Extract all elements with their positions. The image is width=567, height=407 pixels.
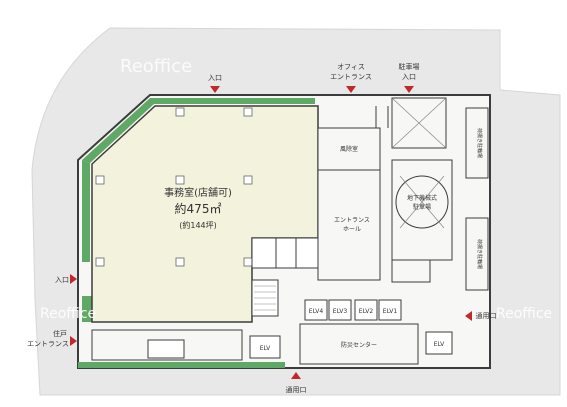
elv-bottom-label: ELV: [260, 345, 271, 352]
elevator-row: [304, 299, 402, 321]
utility-room: [295, 237, 319, 269]
entrance-hall-line2: ホール: [343, 226, 361, 233]
column-marker: [95, 175, 105, 185]
residence-lobby: [147, 339, 185, 359]
underground-parking: [391, 159, 453, 261]
office-entrance-line2: エントランス: [330, 73, 372, 81]
entrance-hall: [317, 169, 381, 281]
watermark-top: Reoffice: [120, 56, 192, 77]
column-marker: [243, 107, 253, 117]
left-entrance-label: 入口: [55, 276, 69, 284]
underground-parking-line1: 地下機械式: [407, 194, 437, 202]
elv-right-label: ELV: [434, 341, 445, 348]
parking-entrance-line2: 入口: [402, 73, 416, 81]
underground-parking-line2: 駐車場: [413, 203, 431, 211]
entrance-arrows: [70, 86, 472, 379]
column-marker: [175, 257, 185, 267]
main-office-area: 約475㎡: [175, 201, 222, 216]
utility-room: [251, 237, 277, 269]
column-marker: [243, 175, 253, 185]
parking-entrance-line1: 駐車場: [399, 62, 420, 71]
arrow-residence-entrance: [70, 336, 77, 346]
main-office-title: 事務室(店舗可): [164, 186, 232, 199]
green-strip-bottom: [78, 362, 285, 368]
bike-parking-top-label: 荷揚き駐輪場: [476, 128, 483, 158]
column-marker: [243, 257, 253, 267]
arrow-service-right: [465, 311, 472, 321]
arrow-office-entrance: [346, 86, 356, 93]
elevator-bottom: [249, 335, 281, 359]
service-entrance-right-label: 通用口: [476, 311, 497, 320]
hall-partitions: [375, 106, 389, 280]
arrow-service-bottom: [291, 372, 301, 379]
column-marker: [175, 175, 185, 185]
stair-lines: [254, 285, 276, 311]
column-marker: [95, 257, 105, 267]
wind-room-label: 風除室: [340, 145, 358, 153]
disaster-center-room: [299, 323, 419, 365]
elv2-label: ELV2: [359, 308, 374, 315]
green-strip-left: [82, 160, 90, 262]
service-entrance-bottom-label: 通用口: [286, 385, 307, 394]
main-office-tsubo: (約144坪): [179, 220, 217, 230]
elevator-2: [354, 299, 378, 321]
bike-parking-top-area: [465, 107, 489, 179]
turntable: [395, 175, 449, 229]
entrance-hall-line1: エントランス: [334, 217, 370, 224]
bike-parking-bottom-label: 荷揚き駐輪場: [476, 239, 483, 269]
elevator-3: [328, 299, 352, 321]
disaster-center-label: 防災センター: [341, 341, 377, 349]
elv3-label: ELV3: [333, 308, 348, 315]
arrow-left-entrance: [70, 274, 77, 284]
residence-entrance-line2: エントランス: [27, 340, 69, 348]
arrow-parking-entrance: [404, 86, 414, 93]
wind-room: [317, 127, 381, 171]
column-marker: [175, 107, 185, 117]
parking-lower: [391, 259, 431, 283]
watermark-mid: Reoffice: [40, 306, 96, 322]
elv1-label: ELV1: [383, 308, 398, 315]
elv4-label: ELV4: [309, 308, 324, 315]
arrow-entrance-top: [210, 86, 220, 93]
elevator-1: [378, 299, 402, 321]
bike-parking-bottom-area: [465, 217, 489, 291]
office-entrance-line1: オフィス: [337, 63, 365, 71]
elevator-4: [304, 299, 328, 321]
residence-entrance-line1: 住戸: [53, 329, 67, 338]
green-strip-diagonal: [82, 98, 154, 163]
green-strip-top: [150, 98, 315, 104]
utility-room: [275, 237, 297, 269]
entrance-top-label: 入口: [208, 74, 222, 82]
watermark-right: Reoffice: [496, 306, 552, 322]
elevator-right: [425, 331, 453, 355]
